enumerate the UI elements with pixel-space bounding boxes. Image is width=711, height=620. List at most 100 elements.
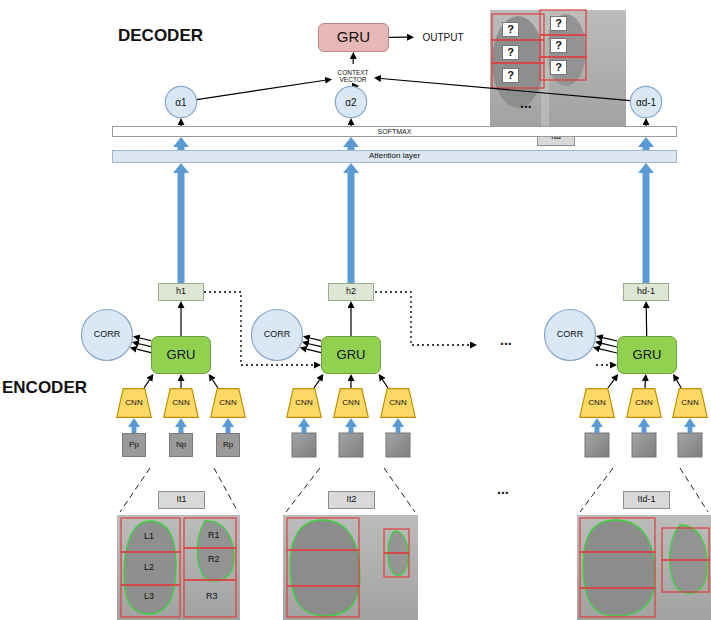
trapezoid-outline	[627, 389, 662, 418]
image-patch: Np	[169, 433, 193, 457]
encoder-gru-box: GRU	[617, 336, 677, 374]
image-patch: Pp	[122, 433, 146, 457]
node-text: α2	[345, 97, 356, 108]
cnn-trapezoid: CNN	[210, 388, 246, 418]
node-text: ?	[507, 69, 514, 81]
node-text: CNN	[389, 399, 406, 408]
decoder-gru-box: GRU	[318, 23, 389, 52]
attention-weight-circle: α2	[335, 86, 367, 118]
unknown-region-box: ?	[502, 22, 519, 37]
connector-arrow	[677, 380, 682, 388]
connector-arrow	[307, 349, 321, 353]
attention-layer-bar: Attention layer	[112, 150, 677, 163]
encoder-gru-box: GRU	[151, 336, 211, 374]
node-text: CORR	[264, 330, 291, 340]
circle-outline	[165, 86, 196, 117]
circle-outline	[545, 310, 596, 361]
circle-outline	[82, 310, 133, 361]
trapezoid-outline	[117, 389, 152, 418]
node-text: Np	[176, 441, 186, 450]
circle-outline	[335, 86, 366, 117]
softmax-bar: SOFTMAX	[112, 126, 677, 137]
zoom-lines	[120, 468, 708, 512]
node-text: ?	[507, 23, 514, 35]
connector-arrow	[213, 380, 218, 388]
patch-arrow	[304, 427, 690, 433]
connector-arrow	[603, 338, 617, 341]
node-text: GRU	[633, 348, 662, 362]
xray-image	[577, 515, 711, 620]
image-patch: Rp	[216, 433, 240, 457]
corr-circle: CORR	[544, 309, 596, 361]
section-heading: DECODER	[118, 27, 203, 46]
node-text: It1	[176, 495, 186, 505]
flow-arrow	[178, 173, 185, 283]
connector-arrow	[309, 344, 321, 347]
xray-image	[117, 515, 240, 620]
node-text: ?	[555, 61, 562, 73]
section-heading: ENCODER	[2, 379, 87, 398]
connector-arrow	[140, 338, 151, 341]
image-label-box: It1	[158, 491, 205, 509]
image-patch	[292, 433, 702, 457]
node-text: CORR	[557, 330, 584, 340]
cnn-trapezoid: CNN	[579, 388, 615, 418]
circle-outline	[630, 86, 661, 117]
hidden-state-box: hd-1	[623, 283, 669, 301]
node-text: CNN	[172, 399, 189, 408]
connector-arrow	[353, 59, 354, 64]
connector-arrow	[389, 37, 407, 38]
node-text: CONTEXT VECTOR	[332, 69, 374, 83]
trapezoid-outline	[334, 389, 369, 418]
node-text: GRU	[337, 348, 366, 362]
cnn-trapezoid: CNN	[672, 388, 708, 418]
node-text: ?	[555, 17, 562, 29]
connector-arrow	[608, 380, 614, 388]
cnn-trapezoid: CNN	[163, 388, 199, 418]
region-label: L1	[144, 532, 154, 542]
node-text: ?	[555, 39, 562, 51]
output-text-node: OUTPUT	[414, 28, 472, 46]
attention-weight-circle: αd-1	[630, 86, 662, 118]
node-text: GRU	[167, 348, 196, 362]
connector-arrow	[204, 292, 314, 365]
connector-arrow	[383, 380, 388, 388]
trapezoid-outline	[381, 389, 416, 418]
ellipsis: ...	[497, 482, 509, 497]
image-label-box: Itd-1	[623, 491, 670, 509]
connector-arrow	[180, 308, 181, 336]
recurrence-dotted-line	[375, 292, 610, 365]
node-text: Pp	[129, 441, 139, 450]
connector-arrow	[139, 344, 151, 347]
node-text: α1	[175, 97, 186, 108]
attention-weight-circle: α1	[165, 86, 197, 118]
connector-arrow	[180, 381, 181, 388]
flow-arrow	[348, 173, 355, 283]
ellipsis: ...	[520, 96, 532, 111]
unknown-region-box: ?	[550, 60, 567, 75]
node-text: Rp	[223, 441, 233, 450]
node-text: CNN	[342, 399, 359, 408]
connector-arrow	[310, 338, 321, 341]
node-text: ?	[507, 46, 514, 58]
node-text: CNN	[295, 399, 312, 408]
circle-outline	[252, 310, 303, 361]
connector-arrow	[600, 349, 617, 353]
node-text: GRU	[337, 29, 370, 46]
cnn-trapezoid: CNN	[333, 388, 369, 418]
region-label: R3	[206, 592, 218, 602]
node-text: CNN	[635, 399, 652, 408]
connector-arrow	[350, 381, 351, 388]
node-text: h2	[346, 287, 356, 297]
region-label: R2	[208, 555, 220, 565]
cnn-trapezoid: CNN	[380, 388, 416, 418]
connector-arrow	[144, 380, 149, 388]
hidden-state-box: h1	[158, 283, 204, 301]
node-text: SOFTMAX	[378, 128, 412, 136]
node-text: Itd-1	[637, 495, 655, 505]
connector-arrow	[137, 349, 151, 353]
node-text: CNN	[681, 399, 698, 408]
cnn-trapezoid: CNN	[116, 388, 152, 418]
node-text: CORR	[94, 330, 121, 340]
